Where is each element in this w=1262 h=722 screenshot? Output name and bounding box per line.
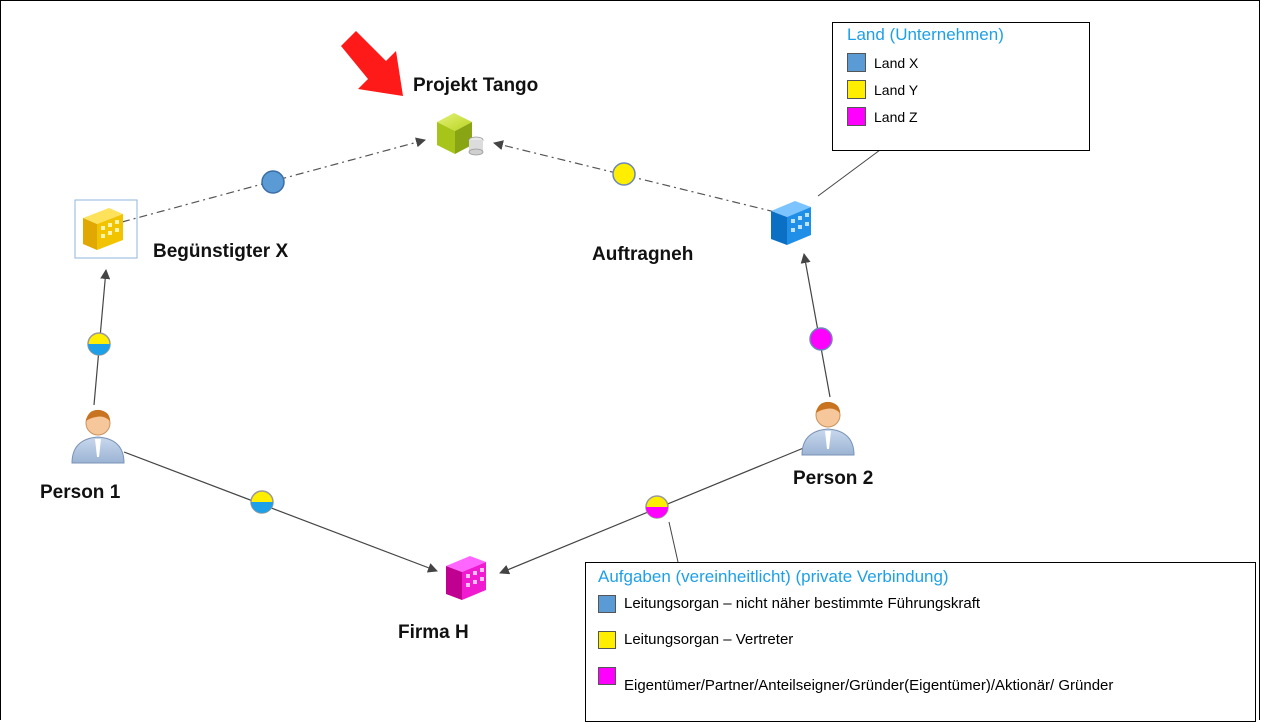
person-2-icon[interactable] (801, 401, 855, 456)
contractor-building-icon[interactable] (771, 201, 811, 245)
edge-marker-yellow-magenta[interactable] (645, 495, 669, 519)
legend-country-item-label: Land X (874, 54, 919, 71)
legend-roles-item: Leitungsorgan – nicht näher bestimmte Fü… (598, 595, 1243, 613)
legend-roles-item-label: Leitungsorgan – Vertreter (624, 631, 794, 648)
legend-connector-roles (668, 521, 679, 563)
edge-person2-to-contractor[interactable] (800, 253, 831, 398)
edge-marker-yellow[interactable] (612, 162, 636, 186)
node-label-person-1: Person 1 (40, 482, 121, 503)
legend-country-item: Land Z (847, 103, 1075, 130)
edges (93, 137, 881, 575)
legend-country-item: Land Y (847, 76, 1075, 103)
node-label-firma-h: Firma H (398, 622, 469, 643)
legend-roles-item-label: Eigentümer/Partner/Anteilseigner/Gründer… (624, 677, 1114, 694)
swatch-magenta (847, 107, 866, 126)
legend-country-item: Land X (847, 49, 1075, 76)
node-label-beneficiary-x: Begünstigter X (153, 241, 289, 262)
edge-marker-blue[interactable] (261, 170, 285, 194)
legend-roles-title: Aufgaben (vereinheitlicht) (private Verb… (598, 567, 949, 586)
legend-connector-country (817, 149, 881, 197)
legend-country-item-label: Land Z (874, 108, 918, 125)
legend-roles-item: Leitungsorgan – Vertreter (598, 631, 1243, 649)
swatch-blue (847, 53, 866, 72)
edge-person1-to-firma-h[interactable] (123, 451, 438, 573)
project-cube-icon[interactable] (437, 113, 484, 156)
beneficiary-building-icon[interactable] (74, 199, 138, 259)
edge-marker-yellow-blue-firma[interactable] (250, 490, 274, 514)
edge-marker-magenta[interactable] (809, 327, 833, 351)
node-label-project-tango: Projekt Tango (413, 75, 539, 96)
edge-marker-yellow-blue-person1[interactable] (87, 332, 111, 356)
legend-country: Land (Unternehmen) Land X Land Y Land Z (832, 22, 1090, 151)
legend-roles-item: Eigentümer/Partner/Anteilseigner/Gründer… (598, 667, 1243, 695)
node-label-contractor: Auftragneh (592, 244, 694, 265)
firma-h-building-icon[interactable] (446, 556, 486, 600)
edge-markers (87, 162, 833, 519)
legend-roles: Aufgaben (vereinheitlicht) (private Verb… (585, 562, 1256, 722)
person-1-icon[interactable] (71, 409, 125, 464)
swatch-yellow (598, 631, 616, 649)
legend-country-title: Land (Unternehmen) (847, 25, 1004, 44)
swatch-magenta (598, 667, 616, 685)
legend-roles-item-label: Leitungsorgan – nicht näher bestimmte Fü… (624, 595, 981, 612)
swatch-yellow (847, 80, 866, 99)
highlight-arrow-icon (341, 31, 403, 96)
node-label-person-2: Person 2 (793, 468, 874, 489)
swatch-blue (598, 595, 616, 613)
legend-country-item-label: Land Y (874, 81, 919, 98)
